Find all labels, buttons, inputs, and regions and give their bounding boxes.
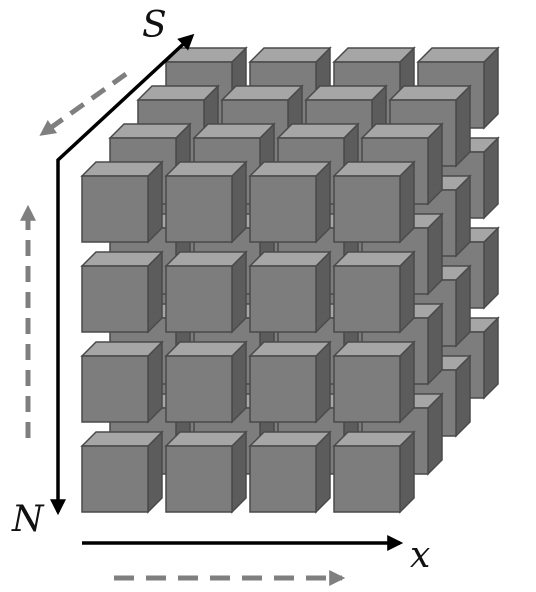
cube-top-face — [360, 123, 444, 139]
cube-top-face — [164, 251, 248, 267]
cube-top-face — [108, 123, 192, 139]
cube — [80, 160, 164, 244]
cube-front-face — [333, 265, 401, 333]
axis-label-x: x — [410, 535, 431, 576]
cube-top-face — [332, 251, 416, 267]
cube-top-face — [332, 47, 416, 63]
cube-front-face — [249, 175, 317, 243]
cube-top-face — [388, 85, 472, 101]
cube — [164, 160, 248, 244]
cube-top-face — [332, 161, 416, 177]
cube — [332, 340, 416, 424]
cube-top-face — [164, 161, 248, 177]
axis-label-s: S — [142, 5, 167, 46]
dashed-arrow-diagonal — [39, 71, 128, 137]
cube-top-face — [164, 341, 248, 357]
cube — [248, 160, 332, 244]
cube-top-face — [248, 251, 332, 267]
cube-top-face — [80, 161, 164, 177]
axis-label-n: N — [12, 499, 44, 540]
cube-top-face — [80, 341, 164, 357]
cube-front-face — [333, 175, 401, 243]
cube — [80, 430, 164, 514]
cube-front-face — [333, 445, 401, 513]
cube — [248, 250, 332, 334]
cube-front-face — [165, 355, 233, 423]
cube-top-face — [304, 85, 388, 101]
cube-front-face — [165, 265, 233, 333]
cube-front-face — [249, 265, 317, 333]
cube-top-face — [276, 123, 360, 139]
cube — [248, 430, 332, 514]
s-n-axis-arrow — [50, 33, 195, 516]
cube — [164, 340, 248, 424]
cube-top-face — [220, 85, 304, 101]
cube-front-face — [249, 355, 317, 423]
cube-lattice — [80, 46, 500, 514]
cube — [332, 430, 416, 514]
cube-top-face — [416, 47, 500, 63]
cube — [80, 250, 164, 334]
cube-front-face — [81, 175, 149, 243]
cube-front-face — [333, 355, 401, 423]
cube — [80, 340, 164, 424]
cube — [248, 340, 332, 424]
cube-front-face — [249, 445, 317, 513]
cube-top-face — [248, 161, 332, 177]
cube-top-face — [332, 431, 416, 447]
cube-top-face — [80, 431, 164, 447]
cube-front-face — [81, 355, 149, 423]
cube-top-face — [248, 47, 332, 63]
cube — [332, 250, 416, 334]
cube-front-face — [81, 265, 149, 333]
cube-top-face — [164, 431, 248, 447]
cube-front-face — [165, 175, 233, 243]
cube — [332, 160, 416, 244]
cube-top-face — [136, 85, 220, 101]
cube-top-face — [192, 123, 276, 139]
cube-front-face — [165, 445, 233, 513]
cube-front-face — [81, 445, 149, 513]
cube — [164, 430, 248, 514]
cube-top-face — [248, 431, 332, 447]
cube-top-face — [248, 341, 332, 357]
cube-top-face — [80, 251, 164, 267]
cube-top-face — [332, 341, 416, 357]
cube — [164, 250, 248, 334]
